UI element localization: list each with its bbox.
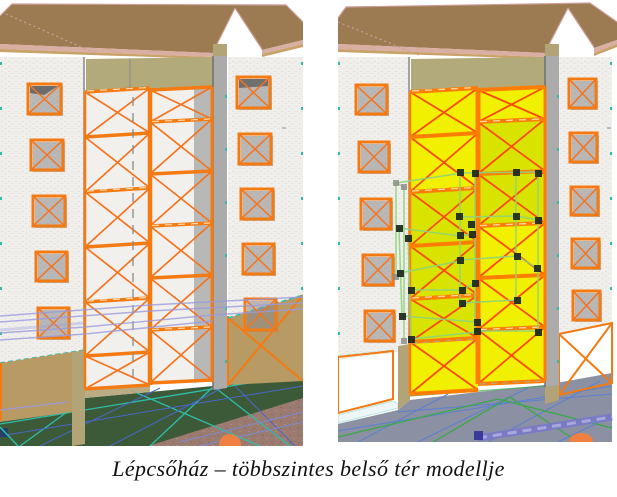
lower-walls xyxy=(338,321,613,424)
right-model-view xyxy=(338,2,617,442)
ground xyxy=(338,373,613,442)
right-wall-windows xyxy=(567,77,602,322)
roof xyxy=(338,2,617,59)
window xyxy=(363,309,396,343)
window xyxy=(26,82,63,116)
edit-nodes xyxy=(393,169,542,344)
window xyxy=(235,75,272,110)
window xyxy=(359,197,393,231)
window xyxy=(31,194,67,228)
lower-walls xyxy=(0,294,303,446)
stairwell-left-column xyxy=(408,86,479,396)
right-wall-windows xyxy=(235,75,278,332)
window xyxy=(569,185,600,217)
utility-lines xyxy=(0,296,303,411)
selection-wireframe xyxy=(393,169,542,344)
window xyxy=(361,253,395,287)
window xyxy=(568,131,599,164)
figure-caption: Lépcsőház – többszintes belső tér modell… xyxy=(112,456,505,481)
left-wall-windows xyxy=(354,83,396,343)
stairwell-left-column xyxy=(83,86,151,391)
window xyxy=(570,237,601,270)
window xyxy=(567,77,598,110)
orange-marker xyxy=(569,433,593,442)
balcony-panel xyxy=(338,349,394,415)
stairwell-right-column xyxy=(147,85,214,385)
window xyxy=(29,138,65,172)
window xyxy=(354,83,389,116)
window xyxy=(241,242,276,276)
window xyxy=(357,140,391,174)
orange-marker xyxy=(219,434,241,446)
stairwell-right-column xyxy=(475,85,547,386)
window xyxy=(34,250,69,283)
window xyxy=(237,132,273,166)
left-model-view xyxy=(0,3,303,446)
stairwell-selected xyxy=(408,85,547,396)
left-wall-windows xyxy=(26,82,71,340)
window xyxy=(571,289,602,322)
stairwell-frame xyxy=(83,85,286,391)
roof xyxy=(0,3,303,59)
window xyxy=(239,187,275,221)
